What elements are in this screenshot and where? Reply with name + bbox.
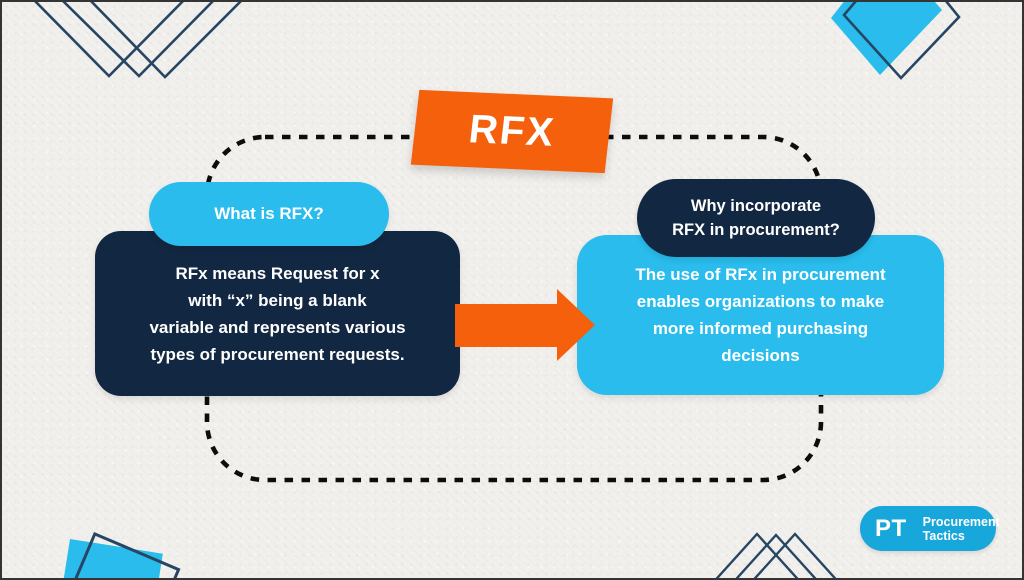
flow-arrow-icon: [455, 289, 595, 361]
corner-diamond-outline: [842, 2, 961, 80]
why-incorporate-pill: Why incorporate RFX in procurement?: [637, 179, 875, 257]
rfx-definition-text: RFx means Request for x with “x” being a…: [149, 263, 406, 364]
procurement-tactics-logo: PT Procurement Tactics: [860, 506, 1000, 551]
rfx-title-banner: RFX: [410, 89, 614, 174]
rfx-benefit-text: The use of RFx in procurement enables or…: [635, 265, 886, 365]
logo-name-line2: Tactics: [922, 528, 965, 543]
rfx-definition-card: RFx means Request for x with “x” being a…: [95, 231, 460, 396]
logo-name: Procurement Tactics: [923, 515, 1000, 543]
rfx-title: RFX: [466, 107, 558, 155]
what-is-rfx-pill: What is RFX?: [149, 182, 389, 246]
rfx-benefit-card: The use of RFx in procurement enables or…: [577, 235, 944, 395]
corner-chevrons-top-left: [34, 2, 242, 79]
logo-abbr: PT: [875, 514, 907, 542]
corner-diamond-cyan: [831, 2, 942, 75]
logo-name-line1: Procurement: [922, 514, 1000, 529]
what-is-rfx-label: What is RFX?: [214, 204, 324, 223]
corner-chevrons-bottom-right: [715, 532, 837, 578]
why-incorporate-label: Why incorporate RFX in procurement?: [672, 197, 840, 239]
